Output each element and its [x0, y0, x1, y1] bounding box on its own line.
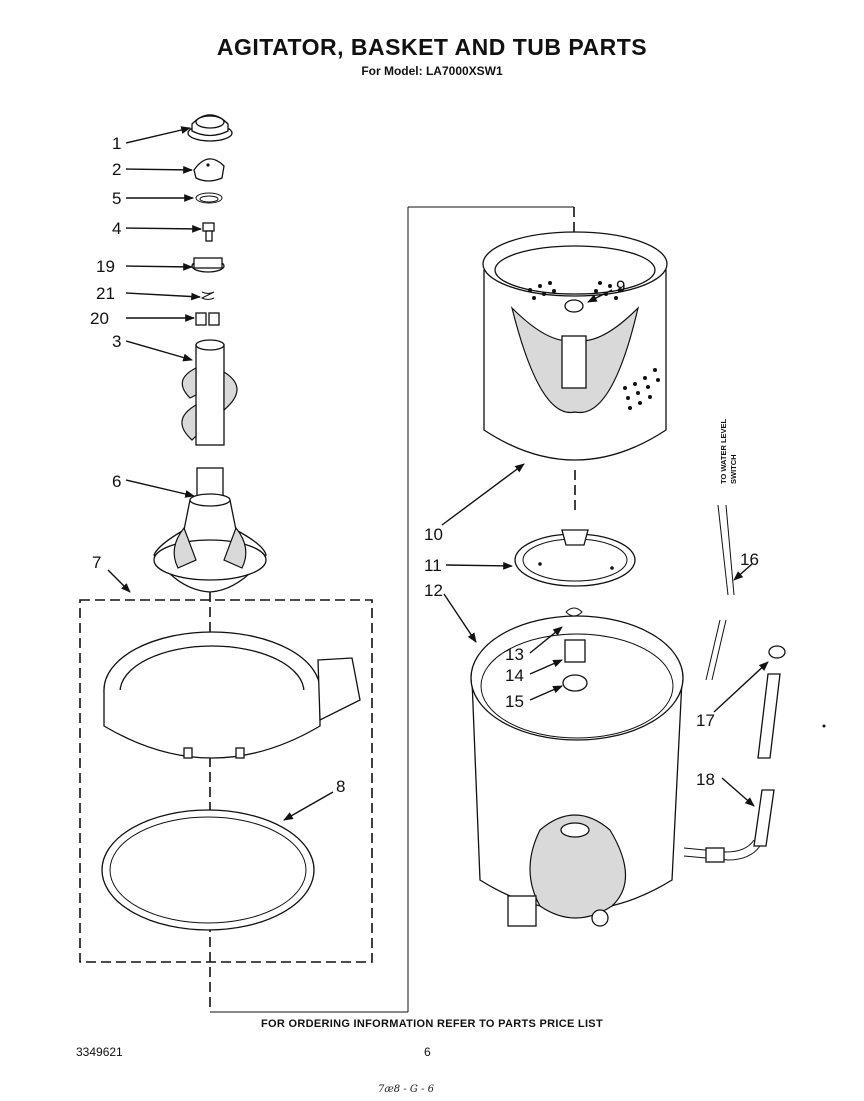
callout-leaders	[107, 126, 769, 821]
dog-carrier-part	[191, 257, 225, 273]
callout-2: 2	[112, 160, 121, 179]
dog-segment-part	[195, 312, 220, 326]
retaining-ring-part	[195, 192, 223, 204]
callout-10: 10	[424, 525, 443, 544]
agitator-cap-part	[187, 114, 233, 142]
basket-part	[482, 231, 668, 461]
page-number: 6	[424, 1045, 431, 1059]
callout-4: 4	[112, 219, 121, 238]
callout-21: 21	[96, 284, 115, 303]
tub-ring-kit-box	[79, 599, 373, 963]
callout-8: 8	[336, 777, 345, 796]
model-subtitle: For Model: LA7000XSW1	[361, 64, 503, 78]
callout-12: 12	[424, 581, 443, 600]
agitator-part	[153, 467, 267, 593]
ordering-note: FOR ORDERING INFORMATION REFER TO PARTS …	[261, 1018, 603, 1030]
callout-3: 3	[112, 332, 121, 351]
water-level-hose-part	[705, 504, 735, 681]
callout-17: 17	[696, 711, 715, 730]
spring-part	[200, 291, 215, 300]
callout-20: 20	[90, 309, 109, 328]
water-level-label-line2: SWITCH	[729, 454, 738, 484]
callout-9: 9	[616, 277, 625, 296]
callout-13: 13	[505, 645, 524, 664]
clutch-part	[514, 529, 636, 587]
document-number: 3349621	[76, 1045, 123, 1059]
drain-hose-parts	[683, 645, 786, 863]
callout-18: 18	[696, 770, 715, 789]
callout-6: 6	[112, 472, 121, 491]
cam-part	[193, 158, 225, 182]
water-level-switch-label: TO WATER LEVEL SWITCH	[719, 418, 738, 484]
auger-part	[181, 339, 238, 446]
tub-seal-part	[101, 809, 315, 931]
callout-5: 5	[112, 189, 121, 208]
page-title: AGITATOR, BASKET AND TUB PARTS	[216, 34, 648, 60]
handwritten-note: 7æ8 - G - 6	[378, 1084, 434, 1095]
spin-seal-parts	[562, 607, 588, 692]
tub-ring-part	[103, 631, 361, 759]
water-level-label-line1: TO WATER LEVEL	[719, 418, 728, 484]
stray-mark	[822, 724, 826, 728]
callout-14: 14	[505, 666, 524, 685]
callout-7: 7	[92, 553, 101, 572]
callout-19: 19	[96, 257, 115, 276]
callout-16: 16	[740, 550, 759, 569]
dog-part	[202, 222, 215, 242]
callout-11: 11	[424, 556, 442, 575]
callout-15: 15	[505, 692, 524, 711]
callout-1: 1	[112, 134, 121, 153]
